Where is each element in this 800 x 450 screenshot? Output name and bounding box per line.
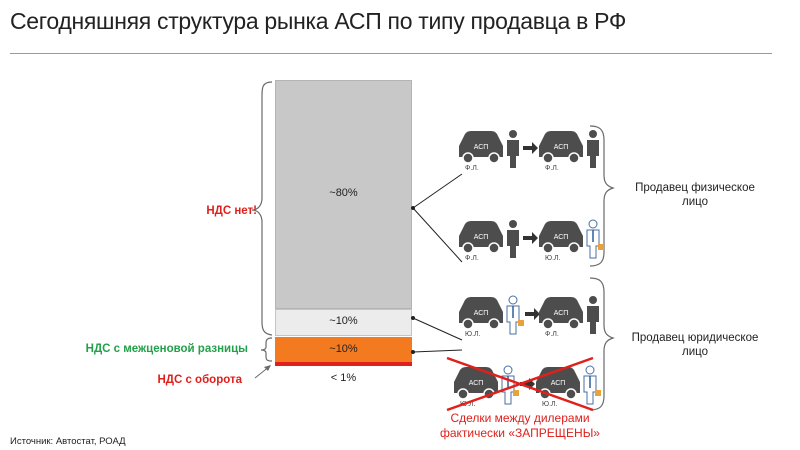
- page-title: Сегодняшняя структура рынка АСП по типу …: [10, 8, 627, 34]
- label-no-vat: НДС нет!: [206, 205, 257, 217]
- car-label: АСП: [474, 144, 489, 151]
- pct-label-margin-vat: ~10%: [329, 343, 358, 355]
- seller-label-individual: Продавец физическое лицо: [615, 181, 775, 209]
- car-label: АСП: [474, 234, 489, 241]
- tag-fl: Ф.Л.: [545, 165, 559, 172]
- car-icon: АСП: [539, 297, 583, 330]
- person-icon: [587, 130, 599, 168]
- dealer-ban-line-2: фактически «ЗАПРЕЩЕНЫ»: [440, 426, 600, 440]
- source-note: Источник: Автостат, РОАД: [10, 436, 126, 447]
- car-label: АСП: [474, 310, 489, 317]
- car-label: АСП: [551, 380, 566, 387]
- seller-individual-line-1: Продавец физическое: [635, 182, 755, 194]
- label-margin-vat: НДС с межценовой разницы: [85, 343, 248, 355]
- person-icon: [587, 296, 599, 334]
- title-divider: [10, 53, 772, 54]
- tag-ul: Ю.Л.: [542, 401, 558, 408]
- icon-row-legal-to-individual: АСП Ю.Л. АСП Ф.Л.: [459, 295, 599, 338]
- tag-ul: Ю.Л.: [465, 331, 481, 338]
- car-icon: АСП: [539, 221, 583, 254]
- arrow-right-icon: [525, 308, 540, 320]
- bar-segment-turnover-vat: [275, 362, 412, 366]
- car-label: АСП: [554, 144, 569, 151]
- tag-fl: Ф.Л.: [545, 331, 559, 338]
- person-icon: [507, 130, 519, 168]
- seller-legal-line-1: Продавец юридическое: [631, 332, 759, 344]
- car-icon: АСП: [459, 297, 503, 330]
- tag-fl: Ф.Л.: [465, 255, 479, 262]
- dealer-ban-line-1: Сделки между дилерами: [450, 411, 590, 425]
- arrow-right-icon: [523, 232, 538, 244]
- arrow-right-icon: [523, 142, 538, 154]
- cross-out-icon: [446, 356, 594, 412]
- businessman-icon: [506, 295, 524, 335]
- pct-label-legal-private: ~10%: [329, 315, 358, 327]
- bar-segment-private: [275, 80, 412, 309]
- car-label: АСП: [554, 310, 569, 317]
- dealer-ban-note: Сделки между дилерами фактически «ЗАПРЕЩ…: [420, 411, 620, 441]
- seller-label-legal: Продавец юридическое лицо: [615, 331, 775, 359]
- icon-row-individual-to-individual: АСП Ф.Л. АСП Ф.Л.: [459, 130, 599, 172]
- bracket-legal: [589, 277, 615, 411]
- car-label: АСП: [554, 234, 569, 241]
- bracket-margin-vat: [260, 337, 273, 362]
- person-icon: [507, 220, 519, 258]
- seller-individual-line-2: лицо: [682, 196, 708, 208]
- bar-segment-margin-vat: [275, 337, 412, 362]
- tag-ul: Ю.Л.: [460, 401, 476, 408]
- businessman-icon: [586, 219, 604, 259]
- icon-row-individual-to-legal: АСП Ф.Л. АСП Ю.Л.: [459, 219, 604, 262]
- car-icon: АСП: [459, 221, 503, 254]
- car-icon: АСП: [539, 131, 583, 164]
- tag-fl: Ф.Л.: [465, 165, 479, 172]
- car-icon: АСП: [459, 131, 503, 164]
- bracket-individual: [589, 125, 615, 267]
- car-icon: АСП: [536, 367, 580, 400]
- bracket-no-vat: [251, 81, 273, 336]
- tag-ul: Ю.Л.: [545, 255, 561, 262]
- icon-row-legal-to-legal: АСП Ю.Л. АСП Ю.Л.: [446, 356, 601, 412]
- bar-segment-legal-private: [275, 309, 412, 336]
- seller-legal-line-2: лицо: [682, 346, 708, 358]
- businessman-icon: [583, 365, 601, 405]
- pct-label-private: ~80%: [329, 187, 358, 199]
- pct-label-turnover-vat: < 1%: [330, 372, 357, 384]
- label-turnover-vat: НДС с оборота: [157, 374, 242, 386]
- car-label: АСП: [469, 380, 484, 387]
